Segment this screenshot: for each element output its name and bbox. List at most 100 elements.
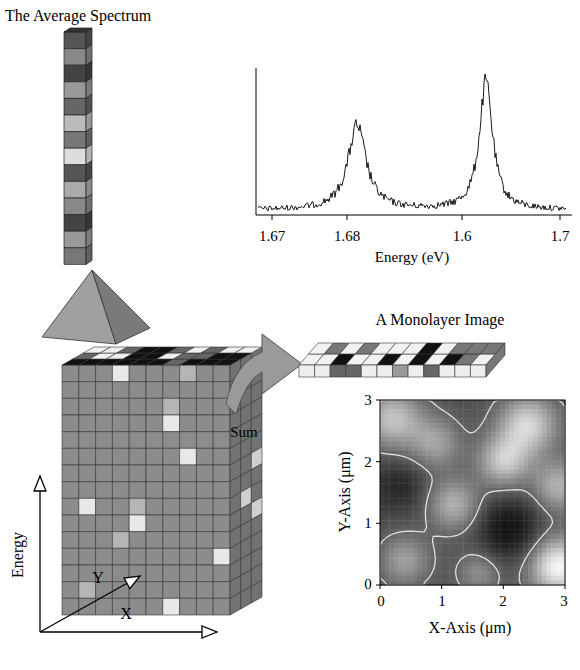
map-pixel bbox=[477, 530, 482, 535]
map-pixel bbox=[547, 432, 552, 437]
map-pixel bbox=[533, 423, 538, 428]
map-pixel bbox=[440, 516, 445, 521]
map-pixel bbox=[459, 525, 464, 530]
map-pixel bbox=[491, 414, 496, 419]
cube-voxel bbox=[96, 448, 113, 465]
cube-top-voxel bbox=[235, 347, 262, 353]
map-pixel bbox=[519, 557, 524, 562]
map-pixel bbox=[385, 428, 390, 433]
map-pixel bbox=[394, 483, 399, 488]
cube-voxel bbox=[129, 365, 146, 382]
map-pixel bbox=[412, 432, 417, 437]
map-pixel bbox=[417, 469, 422, 474]
map-pixel bbox=[500, 456, 505, 461]
map-pixel bbox=[542, 419, 547, 424]
axis-arrowhead bbox=[34, 476, 46, 491]
map-pixel bbox=[463, 497, 468, 502]
map-pixel bbox=[385, 474, 390, 479]
map-pixel bbox=[551, 442, 556, 447]
map-pixel bbox=[486, 520, 491, 525]
map-pixel bbox=[519, 460, 524, 465]
axis-arrowhead bbox=[124, 576, 140, 589]
map-pixel bbox=[436, 520, 441, 525]
map-pixel bbox=[468, 567, 473, 572]
map-pixel bbox=[551, 419, 556, 424]
map-pixel bbox=[477, 414, 482, 419]
map-pixel bbox=[399, 405, 404, 410]
map-pixel bbox=[542, 562, 547, 567]
map-pixel bbox=[486, 460, 491, 465]
map-pixel bbox=[500, 553, 505, 558]
map-pixel bbox=[551, 428, 556, 433]
map-pixel bbox=[436, 432, 441, 437]
cube-voxel bbox=[112, 415, 129, 432]
map-pixel bbox=[542, 571, 547, 576]
map-pixel bbox=[514, 460, 519, 465]
map-pixel bbox=[473, 576, 478, 581]
map-pixel bbox=[459, 442, 464, 447]
map-pixel bbox=[496, 506, 501, 511]
map-pixel bbox=[408, 432, 413, 437]
map-pixel bbox=[412, 465, 417, 470]
map-pixel bbox=[380, 423, 385, 428]
map-pixel bbox=[445, 571, 450, 576]
map-pixel bbox=[468, 409, 473, 414]
map-pixel bbox=[473, 451, 478, 456]
slab-front-voxel bbox=[315, 365, 331, 377]
map-pixel bbox=[380, 571, 385, 576]
map-pixel bbox=[431, 432, 436, 437]
map-pixel bbox=[551, 465, 556, 470]
map-pixel bbox=[510, 419, 515, 424]
map-pixel bbox=[491, 530, 496, 535]
map-pixel bbox=[528, 400, 533, 405]
map-pixel bbox=[523, 502, 528, 507]
map-pixel bbox=[417, 479, 422, 484]
slab-front-voxel bbox=[377, 365, 393, 377]
map-pixel bbox=[389, 497, 394, 502]
map-pixel bbox=[468, 419, 473, 424]
map-pixel bbox=[519, 423, 524, 428]
map-pixel bbox=[399, 543, 404, 548]
map-pixel bbox=[519, 409, 524, 414]
map-pixel bbox=[445, 456, 450, 461]
map-pixel bbox=[399, 437, 404, 442]
tick-mark bbox=[503, 585, 504, 589]
map-pixel bbox=[473, 469, 478, 474]
map-pixel bbox=[449, 437, 454, 442]
map-pixel bbox=[505, 525, 510, 530]
map-pixel bbox=[519, 539, 524, 544]
map-pixel bbox=[445, 423, 450, 428]
map-pixel bbox=[431, 414, 436, 419]
map-pixel bbox=[399, 557, 404, 562]
map-pixel bbox=[417, 451, 422, 456]
map-pixel bbox=[528, 469, 533, 474]
map-pixel bbox=[500, 502, 505, 507]
map-pixel bbox=[519, 451, 524, 456]
cube-voxel bbox=[96, 548, 113, 565]
map-pixel bbox=[491, 548, 496, 553]
map-pixel bbox=[399, 567, 404, 572]
map-pixel bbox=[422, 543, 427, 548]
map-pixel bbox=[514, 419, 519, 424]
map-pixel bbox=[380, 437, 385, 442]
map-pixel bbox=[496, 497, 501, 502]
cube-top-voxel bbox=[224, 353, 251, 359]
map-pixel bbox=[417, 511, 422, 516]
map-pixel bbox=[408, 493, 413, 498]
map-pixel bbox=[440, 428, 445, 433]
map-pixel bbox=[389, 423, 394, 428]
map-pixel bbox=[385, 409, 390, 414]
map-pixel bbox=[449, 432, 454, 437]
map-pixel bbox=[394, 409, 399, 414]
map-pixel bbox=[449, 571, 454, 576]
map-pixel bbox=[473, 534, 478, 539]
map-pixel bbox=[403, 567, 408, 572]
cube-voxel bbox=[62, 598, 79, 615]
map-pixel bbox=[537, 400, 542, 405]
map-pixel bbox=[426, 511, 431, 516]
map-pixel bbox=[496, 562, 501, 567]
slab-front-voxel bbox=[408, 365, 424, 377]
map-pixel bbox=[394, 479, 399, 484]
map-pixel bbox=[500, 576, 505, 581]
cube-side-voxel bbox=[251, 580, 262, 603]
